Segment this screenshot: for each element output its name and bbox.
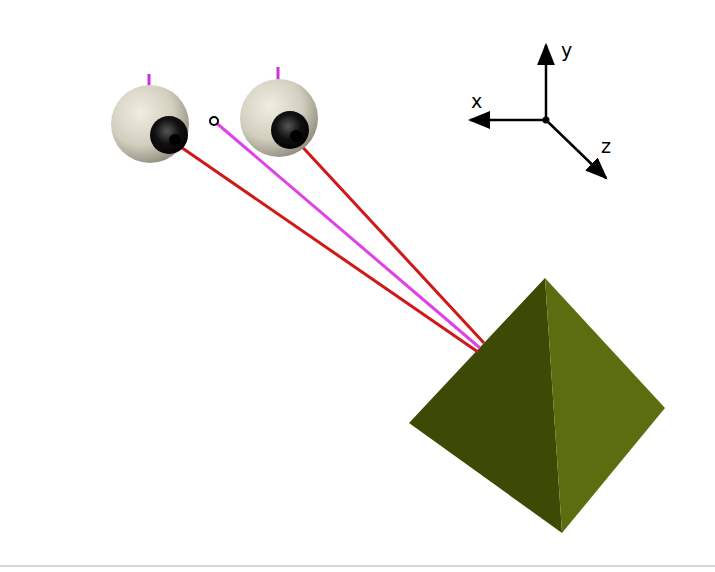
- pyramid-face: [545, 278, 665, 533]
- cyclopean-line: [214, 121, 480, 348]
- cyclopean-point: [210, 117, 218, 125]
- pupil: [271, 111, 309, 149]
- bottom-rule: [0, 565, 715, 567]
- pyramid-face: [409, 278, 562, 533]
- pupil-center: [169, 134, 181, 146]
- axis-label: y: [561, 41, 572, 60]
- axis-label: x: [471, 92, 482, 111]
- axis-z: [546, 120, 606, 178]
- axis-label: z: [601, 137, 611, 156]
- eyeball: [240, 79, 318, 157]
- axis-y: [545, 45, 548, 120]
- pupil: [150, 116, 188, 154]
- axis-x: [470, 119, 546, 122]
- sight-line: [296, 140, 484, 343]
- eye-tick: [277, 67, 280, 81]
- eyeball: [111, 85, 189, 163]
- pupil-center: [290, 130, 302, 142]
- axis-origin: [543, 117, 550, 124]
